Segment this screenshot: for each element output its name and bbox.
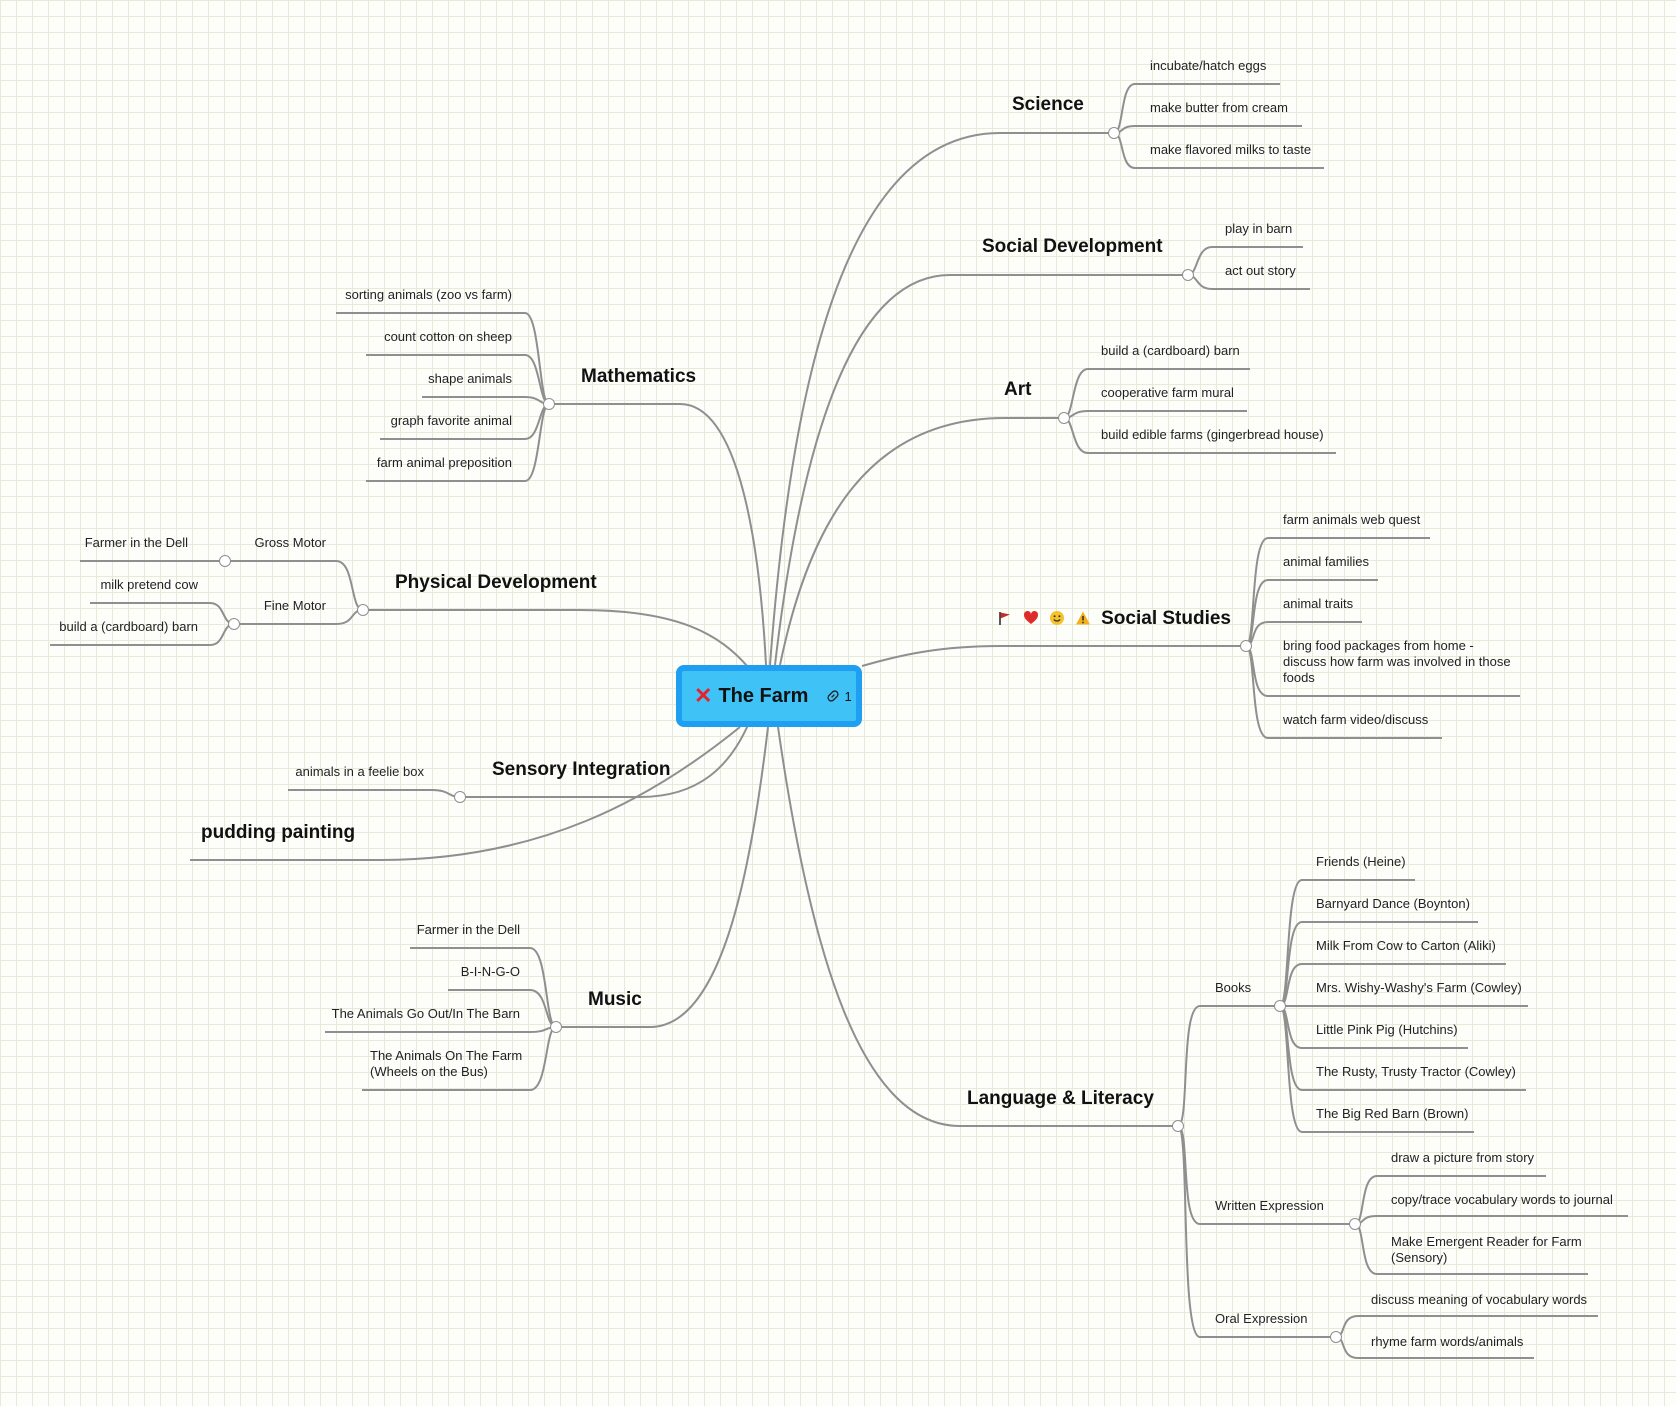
leaf-written-expression[interactable]: draw a picture from story [1391, 1150, 1535, 1165]
leaf-written-expression[interactable]: copy/trace vocabulary words to journal [1391, 1192, 1613, 1207]
leaf-book[interactable]: Friends (Heine) [1316, 854, 1406, 869]
hub-books[interactable] [1274, 1000, 1286, 1012]
edge-social-development [774, 274, 1188, 666]
leaf-book[interactable]: Mrs. Wishy-Washy's Farm (Cowley) [1316, 980, 1522, 995]
hub-language-literacy[interactable] [1172, 1120, 1184, 1132]
leaf-written-expression[interactable]: Make Emergent Reader for Farm (Sensory) [1391, 1234, 1582, 1265]
branch-pudding-painting[interactable]: pudding painting [201, 822, 356, 843]
leaf-music[interactable]: The Animals On The Farm (Wheels on the B… [370, 1048, 523, 1079]
hub-science[interactable] [1108, 127, 1120, 139]
hub-gross-motor[interactable] [219, 555, 231, 567]
flag-icon [996, 610, 1013, 627]
leaf-science[interactable]: make flavored milks to taste [1150, 142, 1312, 157]
hub-art[interactable] [1058, 412, 1070, 424]
hub-fine-motor[interactable] [228, 618, 240, 630]
edge-sensory-integration [460, 724, 749, 798]
hub-oral-expression[interactable] [1330, 1331, 1342, 1343]
central-topic-title: The Farm [718, 684, 809, 707]
link-count: 1 [844, 688, 852, 704]
central-topic[interactable]: ✕ The Farm 1 [676, 665, 862, 727]
hub-music[interactable] [550, 1021, 562, 1033]
hub-social-development[interactable] [1182, 269, 1194, 281]
leaf-social-studies[interactable]: watch farm video/discuss [1283, 712, 1429, 727]
leaf-oral-expression[interactable]: rhyme farm words/animals [1371, 1334, 1524, 1349]
leaf-social-development[interactable]: play in barn [1225, 221, 1293, 236]
leaf-mathematics[interactable]: count cotton on sheep [384, 329, 512, 344]
branch-physical-development[interactable]: Physical Development [395, 572, 597, 593]
hub-physical-development[interactable] [357, 604, 369, 616]
leaf-book[interactable]: The Rusty, Trusty Tractor (Cowley) [1316, 1064, 1516, 1079]
leaf-oral-expression[interactable]: discuss meaning of vocabulary words [1371, 1292, 1588, 1307]
leaf-art[interactable]: build edible farms (gingerbread house) [1101, 427, 1324, 442]
leaf-book[interactable]: Milk From Cow to Carton (Aliki) [1316, 938, 1496, 953]
leaf-mathematics[interactable]: farm animal preposition [376, 455, 512, 470]
branch-language-literacy[interactable]: Language & Literacy [967, 1088, 1154, 1109]
hub-mathematics[interactable] [543, 398, 555, 410]
link-icon[interactable]: 1 [826, 688, 852, 704]
edge-social-studies [861, 645, 1246, 667]
leaf-mathematics[interactable]: graph favorite animal [390, 413, 512, 428]
subbranch-oral-expression[interactable]: Oral Expression [1215, 1311, 1308, 1326]
leaf-mathematics[interactable]: sorting animals (zoo vs farm) [345, 287, 512, 302]
heart-icon [1022, 610, 1039, 627]
hub-written-expression[interactable] [1349, 1218, 1361, 1230]
subbranch-books[interactable]: Books [1215, 980, 1252, 995]
leaf-social-studies[interactable]: bring food packages from home - discuss … [1283, 638, 1511, 685]
warning-icon [1075, 610, 1092, 627]
branch-social-development[interactable]: Social Development [982, 236, 1163, 257]
leaf-music[interactable]: The Animals Go Out/In The Barn [331, 1006, 520, 1021]
leaf-fine-motor[interactable]: build a (cardboard) barn [59, 619, 198, 634]
edge-music [556, 726, 769, 1028]
leaf-science[interactable]: make butter from cream [1150, 100, 1288, 115]
hub-sensory-integration[interactable] [454, 791, 466, 803]
leaf-sensory-integration[interactable]: animals in a feelie box [295, 764, 424, 779]
leaf-social-studies[interactable]: animal families [1283, 554, 1369, 569]
branch-sensory-integration[interactable]: Sensory Integration [492, 759, 671, 780]
subbranch-gross-motor[interactable]: Gross Motor [254, 535, 326, 550]
branch-music[interactable]: Music [588, 989, 642, 1010]
hub-social-studies[interactable] [1240, 640, 1252, 652]
leaf-music[interactable]: Farmer in the Dell [416, 922, 520, 937]
leaf-art[interactable]: cooperative farm mural [1101, 385, 1234, 400]
leaf-art[interactable]: build a (cardboard) barn [1101, 343, 1240, 358]
branch-social-studies-label: Social Studies [1101, 608, 1231, 629]
edge-mathematics [549, 403, 767, 666]
leaf-book[interactable]: The Big Red Barn (Brown) [1316, 1106, 1469, 1121]
leaf-fine-motor[interactable]: milk pretend cow [100, 577, 198, 592]
subbranch-fine-motor[interactable]: Fine Motor [263, 598, 326, 613]
leaf-mathematics[interactable]: shape animals [428, 371, 512, 386]
leaf-gross-motor[interactable]: Farmer in the Dell [84, 535, 188, 550]
branch-mathematics[interactable]: Mathematics [581, 366, 697, 387]
leaf-social-studies[interactable]: farm animals web quest [1283, 512, 1421, 527]
leaf-book[interactable]: Little Pink Pig (Hutchins) [1316, 1022, 1458, 1037]
subbranch-written-expression[interactable]: Written Expression [1215, 1198, 1324, 1213]
edge-science [769, 132, 1114, 666]
leaf-social-development[interactable]: act out story [1225, 263, 1296, 278]
branch-art[interactable]: Art [1004, 379, 1032, 400]
leaf-science[interactable]: incubate/hatch eggs [1150, 58, 1267, 73]
smiley-icon [1049, 610, 1066, 627]
branch-science[interactable]: Science [1012, 94, 1084, 115]
close-icon: ✕ [694, 683, 713, 708]
leaf-social-studies[interactable]: animal traits [1283, 596, 1354, 611]
edge-language-literacy [777, 726, 1178, 1127]
edge-pudding-painting [190, 726, 741, 861]
edge-art [779, 417, 1064, 666]
branch-social-studies[interactable]: Social Studies [996, 608, 1231, 630]
edge-physical-development [363, 609, 749, 668]
leaf-book[interactable]: Barnyard Dance (Boynton) [1316, 896, 1470, 911]
leaf-music[interactable]: B-I-N-G-O [460, 964, 520, 979]
